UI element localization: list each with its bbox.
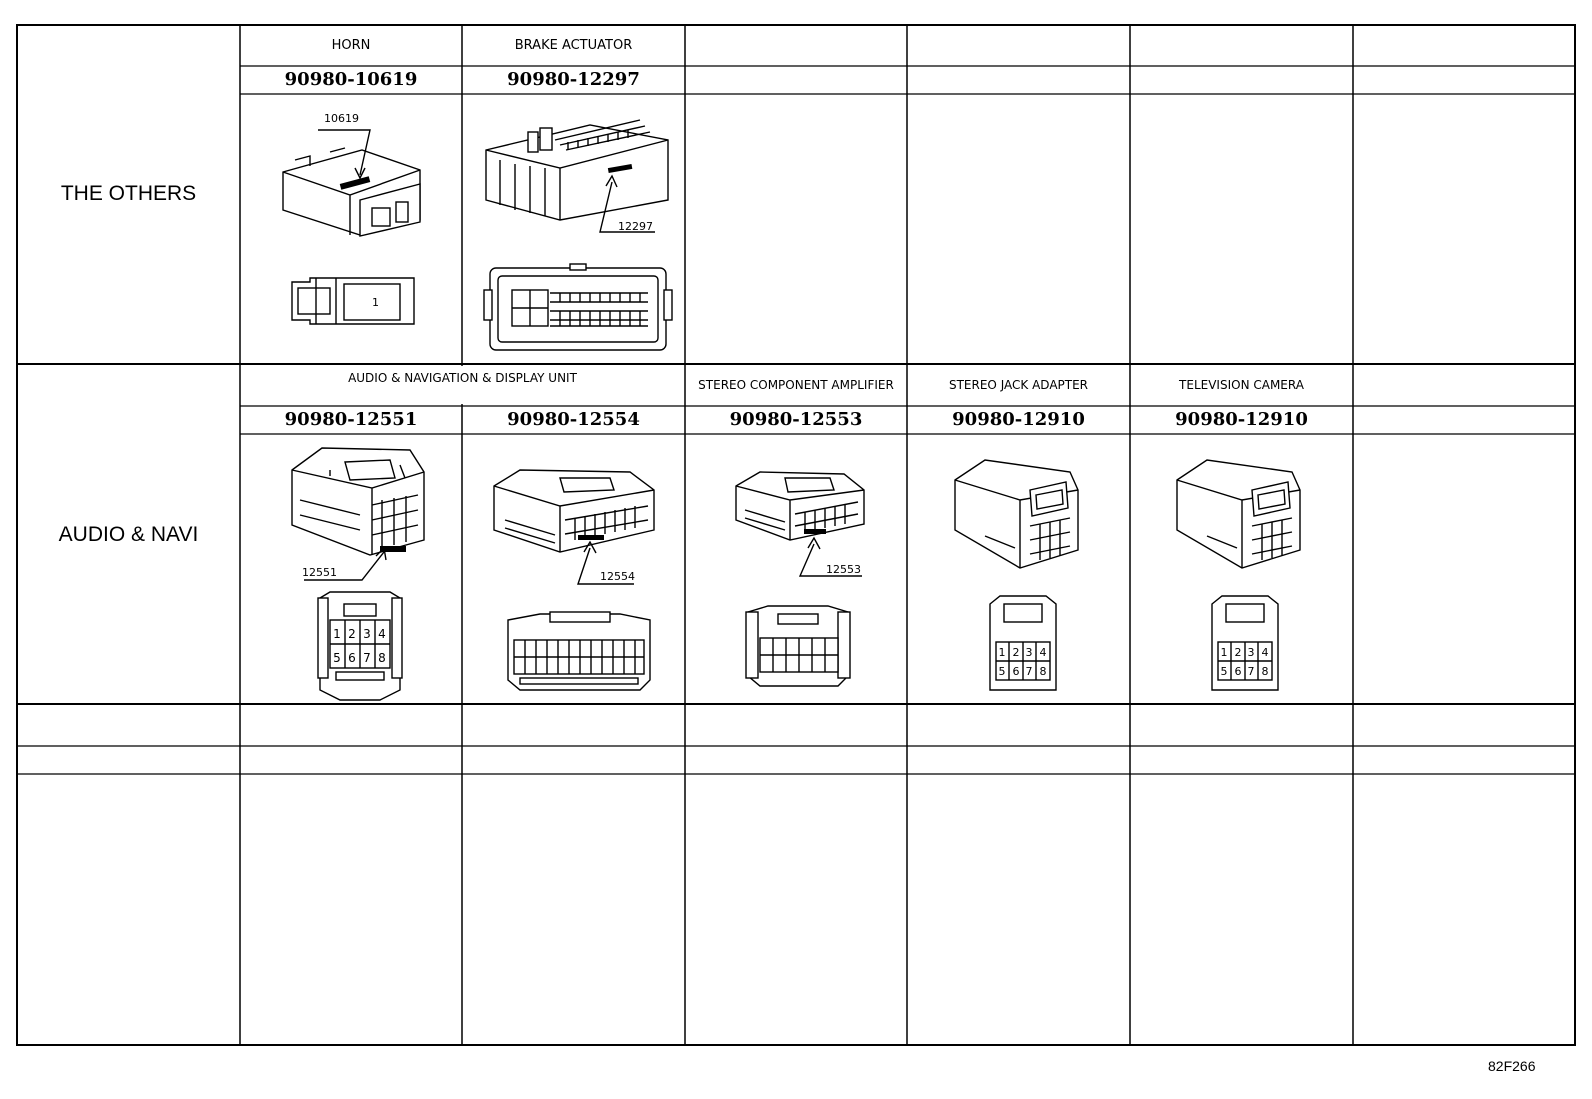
pin-3: 3 [1026, 646, 1033, 659]
stereo-jack-connector-drawing [954, 459, 1079, 691]
horn-connector-drawing [282, 129, 421, 325]
part-number-stereo-jack-12910: 90980-12910 [952, 409, 1085, 430]
drawing-code: 82F266 [1488, 1058, 1536, 1074]
pin-6: 6 [348, 651, 356, 665]
brake-actuator-connector-drawing [483, 119, 673, 351]
part-number-television-camera-12910: 90980-12910 [1175, 409, 1308, 430]
connector-name-stereo-jack-adapter: STEREO JACK ADAPTER [948, 378, 1089, 392]
nav-12551-callout-number: 12551 [302, 566, 337, 579]
group-label-audio-navi: AUDIO & NAVI [58, 523, 199, 546]
part-number-12551: 90980-12551 [284, 409, 418, 430]
pin-2: 2 [1235, 646, 1242, 659]
pin-1: 1 [333, 627, 341, 641]
stereo-jack-pin-labels: 1 2 3 4 5 6 7 8 [999, 646, 1047, 678]
pin-3: 3 [363, 627, 371, 641]
connector-name-brake-actuator: BRAKE ACTUATOR [514, 38, 633, 53]
part-number-12554: 90980-12554 [507, 409, 640, 430]
connector-name-horn: HORN [331, 38, 371, 53]
pin-5: 5 [333, 651, 341, 665]
pin-2: 2 [348, 627, 356, 641]
pin-1: 1 [1221, 646, 1228, 659]
nav-12551-connector-drawing [291, 447, 425, 701]
nav-12551-pin-labels: 1 2 3 4 5 6 7 8 [333, 627, 386, 665]
pin-3: 3 [1248, 646, 1255, 659]
pin-8: 8 [378, 651, 386, 665]
pin-7: 7 [363, 651, 371, 665]
connector-name-television-camera: TELEVISION CAMERA [1179, 378, 1304, 392]
connector-name-audio-navigation-display-unit: AUDIO & NAVIGATION & DISPLAY UNIT [348, 371, 577, 385]
pin-8: 8 [1040, 665, 1047, 678]
group-label-the-others: THE OTHERS [60, 182, 197, 205]
connector-name-stereo-component-amplifier: STEREO COMPONENT AMPLIFIER [698, 378, 894, 392]
horn-face-pin-label: 1 [372, 296, 379, 309]
pin-7: 7 [1026, 665, 1033, 678]
pin-4: 4 [378, 627, 386, 641]
pin-4: 4 [1040, 646, 1047, 659]
part-number-horn: 90980-10619 [284, 69, 418, 90]
amplifier-12553-callout-number: 12553 [826, 563, 861, 576]
pin-6: 6 [1013, 665, 1020, 678]
pin-6: 6 [1235, 665, 1242, 678]
television-camera-connector-drawing [1176, 459, 1301, 691]
part-number-brake-actuator: 90980-12297 [507, 69, 640, 90]
pin-8: 8 [1262, 665, 1269, 678]
pin-1: 1 [999, 646, 1006, 659]
pin-5: 5 [1221, 665, 1228, 678]
television-camera-pin-labels: 1 2 3 4 5 6 7 8 [1221, 646, 1269, 678]
brake-actuator-callout-number: 12297 [618, 220, 653, 233]
nav-12554-callout-number: 12554 [600, 570, 635, 583]
nav-12554-connector-drawing [493, 469, 655, 691]
horn-callout-number: 10619 [324, 112, 359, 125]
pin-7: 7 [1248, 665, 1255, 678]
pin-4: 4 [1262, 646, 1269, 659]
pin-2: 2 [1013, 646, 1020, 659]
pin-5: 5 [999, 665, 1006, 678]
part-number-12553: 90980-12553 [729, 409, 863, 430]
amplifier-12553-connector-drawing [735, 471, 865, 687]
